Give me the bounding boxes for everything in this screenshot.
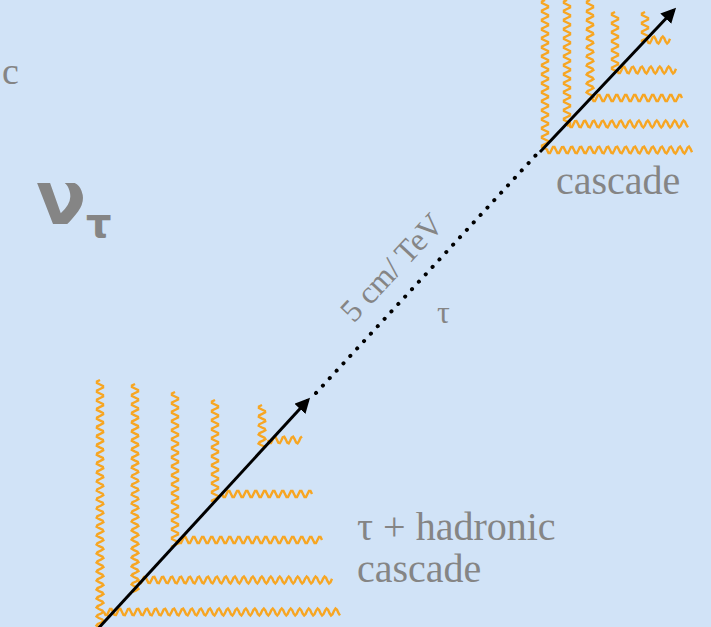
photon-wave [222, 491, 312, 497]
photon-wave [617, 67, 676, 74]
photon-wave [592, 95, 682, 101]
cut-label: c [2, 52, 19, 92]
interaction-label: τ + hadronic cascade [357, 506, 619, 590]
tau-label: τ [437, 296, 450, 330]
tau-path-dotted [316, 155, 536, 393]
neutrino-symbol: ν [36, 160, 86, 238]
tau-track-arrow [95, 400, 308, 627]
decay-track-arrow [540, 10, 674, 152]
photon-wave [569, 121, 688, 128]
photon-wave [259, 405, 266, 448]
photon-wave [647, 37, 670, 44]
photon-wave [104, 609, 340, 616]
photon-wave [212, 400, 218, 502]
cascade-label: cascade [556, 160, 680, 202]
photon-wave [587, 0, 594, 100]
decay-length: 5 cm/ TeV [334, 208, 450, 329]
photon-wave [138, 577, 332, 584]
neutrino-subscript: τ [86, 202, 112, 244]
photon-wave [547, 147, 692, 154]
photon-wave [178, 537, 322, 543]
photon-wave [564, 0, 570, 126]
photon-wave [542, 0, 548, 150]
photon-wave [612, 12, 618, 72]
photon-wave [172, 392, 178, 548]
photon-wave [97, 380, 104, 627]
photon-wave [132, 384, 139, 592]
